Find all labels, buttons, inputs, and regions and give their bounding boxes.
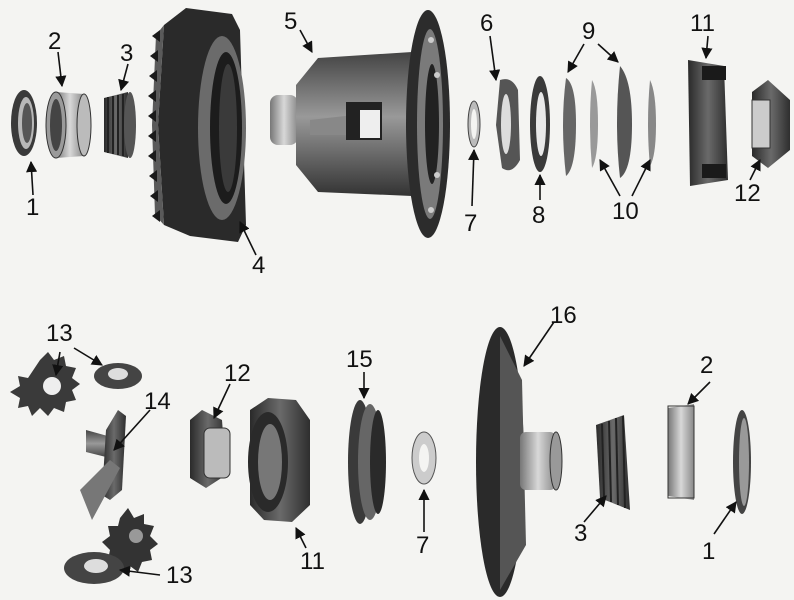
part-12-bottom bbox=[190, 410, 231, 488]
callout-1-top: 1 bbox=[26, 194, 40, 221]
callout-3-bottom: 3 bbox=[574, 520, 588, 547]
callout-10: 10 bbox=[612, 198, 639, 225]
callout-13-lower: 13 bbox=[166, 562, 193, 589]
part-11-bottom bbox=[248, 398, 310, 522]
callout-4: 4 bbox=[252, 252, 266, 279]
callout-12-top: 12 bbox=[734, 180, 761, 207]
callout-1-bottom: 1 bbox=[702, 538, 716, 565]
part-3-bottom bbox=[596, 415, 630, 510]
part-2-bottom bbox=[667, 404, 695, 500]
part-6-plate bbox=[496, 79, 520, 171]
callout-9: 9 bbox=[582, 18, 596, 45]
part-8-disc bbox=[530, 76, 550, 172]
callout-5: 5 bbox=[284, 8, 298, 35]
callout-6: 6 bbox=[480, 10, 494, 37]
callout-14: 14 bbox=[144, 388, 171, 415]
part-12-top bbox=[751, 80, 790, 168]
part-1-bottom bbox=[733, 410, 751, 514]
part-16-case-half bbox=[476, 327, 563, 597]
part-14-cross-shaft bbox=[80, 410, 126, 520]
callout-3-top: 3 bbox=[120, 40, 134, 67]
part-7-bottom bbox=[411, 431, 437, 485]
part-1-top bbox=[11, 90, 37, 156]
leader-arrows bbox=[26, 29, 761, 577]
part-7-top bbox=[467, 100, 481, 148]
part-2-top bbox=[45, 91, 92, 159]
callout-7-bottom: 7 bbox=[416, 532, 430, 559]
callout-11-bottom: 11 bbox=[300, 548, 325, 575]
part-5-diff-case bbox=[270, 10, 450, 238]
part-3-top bbox=[104, 92, 136, 158]
callout-11-top: 11 bbox=[690, 10, 715, 37]
part-9-10-plates bbox=[563, 66, 656, 178]
part-15-clutch-pack bbox=[348, 400, 386, 524]
callout-16: 16 bbox=[550, 302, 577, 329]
callout-12-bottom: 12 bbox=[224, 360, 251, 387]
callout-2-bottom: 2 bbox=[700, 352, 714, 379]
callout-13-upper: 13 bbox=[46, 320, 73, 347]
callout-8: 8 bbox=[532, 202, 546, 229]
part-4-ring-gear bbox=[148, 8, 246, 242]
part-13-gears bbox=[10, 352, 158, 584]
callout-2-top: 2 bbox=[48, 28, 62, 55]
callout-7-top: 7 bbox=[464, 210, 478, 237]
part-11-top bbox=[688, 60, 728, 186]
callout-15: 15 bbox=[346, 346, 373, 373]
